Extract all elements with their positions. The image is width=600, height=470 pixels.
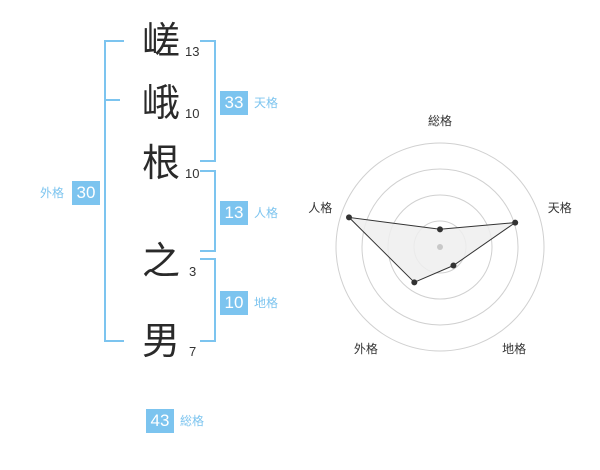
jinkaku-bracket	[200, 170, 216, 252]
name-char-5: 男	[142, 319, 181, 363]
name-char-3: 根	[142, 141, 181, 185]
radar-axis-label: 地格	[502, 341, 526, 356]
gaikaku-bracket	[104, 40, 124, 342]
radar-ring	[335, 142, 545, 352]
tenkaku-value: 33	[220, 91, 248, 115]
jinkaku-label: 人格	[254, 206, 279, 220]
radar-axis-label: 天格	[548, 200, 572, 215]
radar-polygon	[347, 216, 518, 283]
chikaku-bracket	[200, 258, 216, 342]
jinkaku-value: 13	[220, 201, 248, 225]
gaikaku-bracket-tick	[104, 99, 120, 101]
chikaku-value: 10	[220, 291, 248, 315]
radar-point	[512, 219, 519, 226]
soukaku-label: 総格	[180, 414, 205, 428]
tenkaku-label: 天格	[254, 96, 279, 110]
radar-point	[437, 226, 443, 233]
radar-ring	[361, 168, 519, 326]
name-char-1: 嵯	[142, 19, 181, 63]
stroke-count-4: 3	[189, 264, 197, 279]
radar-point	[411, 279, 418, 286]
radar-center-dot	[437, 244, 443, 250]
radar-axis-label: 人格	[308, 200, 332, 215]
stroke-count-1: 13	[185, 44, 200, 59]
name-char-2: 峨	[142, 81, 181, 125]
stroke-count-5: 7	[189, 344, 197, 359]
stroke-count-2: 10	[185, 106, 200, 121]
radar-axis-label: 外格	[354, 341, 378, 356]
radar-point	[346, 214, 353, 221]
radar-point	[450, 262, 457, 269]
name-char-4: 之	[142, 239, 181, 283]
chikaku-label: 地格	[254, 296, 279, 310]
tenkaku-bracket	[200, 40, 216, 162]
gaikaku-value: 30	[72, 181, 100, 205]
stroke-count-3: 10	[185, 166, 200, 181]
radar-axis-label: 総格	[428, 113, 452, 128]
gaikaku-label: 外格	[40, 186, 65, 200]
soukaku-value: 43	[146, 409, 174, 433]
